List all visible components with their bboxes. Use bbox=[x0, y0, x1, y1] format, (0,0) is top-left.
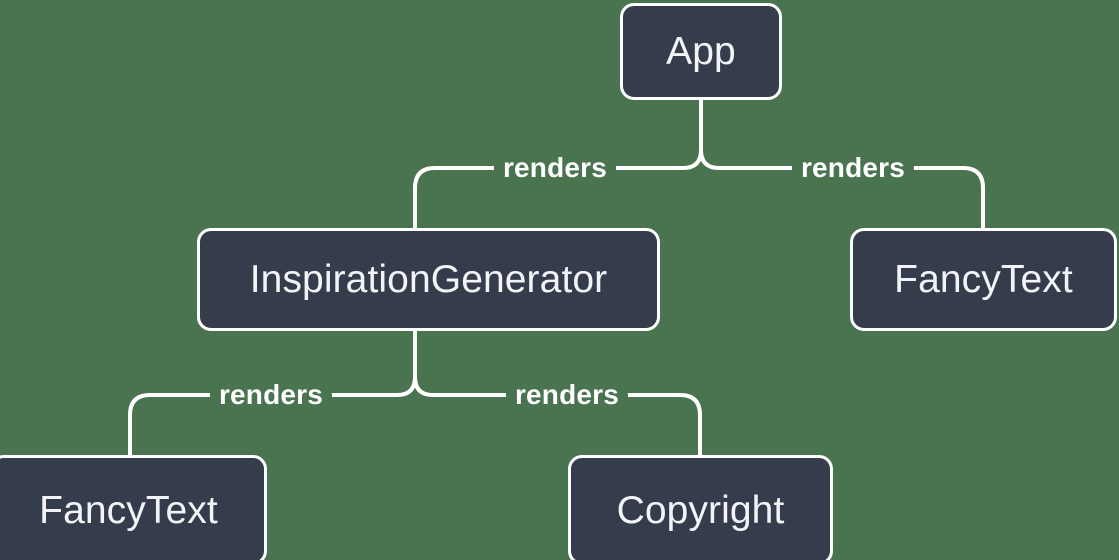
edge-label-app-fancytext-right: renders bbox=[791, 154, 915, 182]
node-inspirationgenerator-label: InspirationGenerator bbox=[249, 258, 608, 301]
node-fancytext-right[interactable]: FancyText bbox=[850, 228, 1117, 331]
node-inspirationgenerator[interactable]: InspirationGenerator bbox=[197, 228, 660, 331]
node-fancytext-bottom[interactable]: FancyText bbox=[0, 455, 267, 560]
node-copyright-label: Copyright bbox=[616, 488, 785, 532]
node-app-label: App bbox=[666, 30, 736, 73]
edge-label-inspirationgenerator-copyright: renders bbox=[505, 381, 629, 409]
node-fancytext-right-label: FancyText bbox=[894, 258, 1073, 301]
node-app[interactable]: App bbox=[620, 3, 782, 100]
node-fancytext-bottom-label: FancyText bbox=[39, 488, 218, 532]
edge-label-app-inspirationgenerator: renders bbox=[493, 154, 617, 182]
edge-label-inspirationgenerator-fancytext-bottom: renders bbox=[209, 381, 333, 409]
node-copyright[interactable]: Copyright bbox=[568, 455, 833, 560]
